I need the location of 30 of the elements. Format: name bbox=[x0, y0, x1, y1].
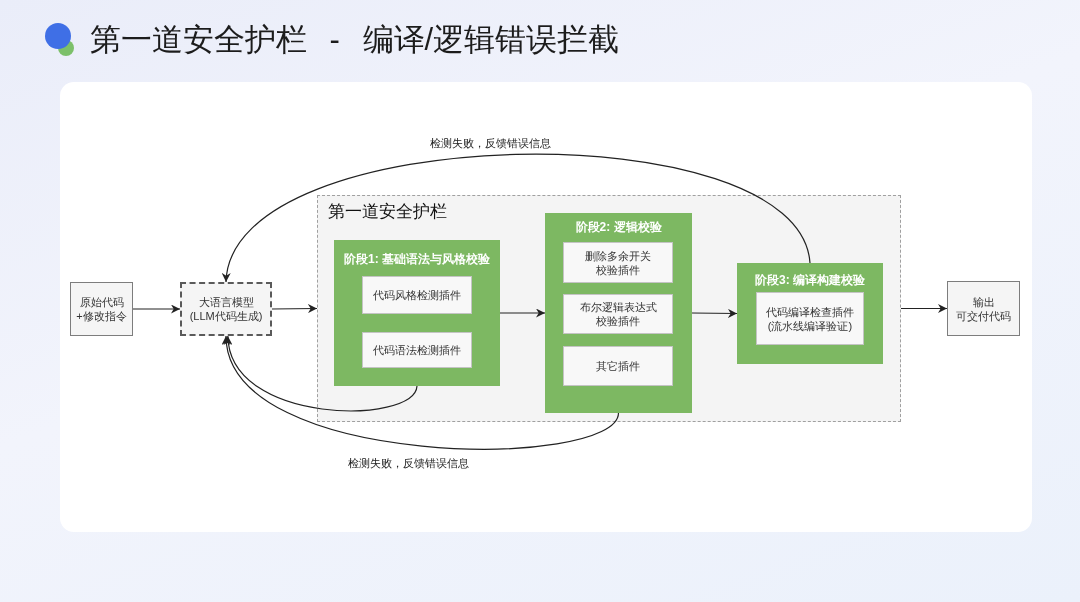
edge-label: 检测失败，反馈错误信息 bbox=[345, 456, 471, 470]
arrow bbox=[499, 308, 546, 318]
plugin-box: 代码语法检测插件 bbox=[362, 332, 472, 368]
process-box bbox=[947, 281, 1020, 336]
stage-title: 阶段3: 编译构建校验 bbox=[755, 273, 865, 287]
curved-arrow bbox=[223, 335, 620, 450]
slide-title: 第一道安全护栏 - 编译/逻辑错误拦截 bbox=[90, 21, 620, 59]
plugin-box: 删除多余开关校验插件 bbox=[563, 242, 673, 283]
stage-panel bbox=[545, 213, 692, 413]
plugin-box: 其它插件 bbox=[563, 346, 673, 386]
plugin-box: 代码编译检查插件(流水线编译验证) bbox=[756, 292, 864, 345]
curved-arrow bbox=[225, 335, 418, 412]
plugin-box: 布尔逻辑表达式校验插件 bbox=[563, 294, 673, 334]
stage-panel bbox=[737, 263, 883, 364]
arrow bbox=[132, 304, 181, 314]
box-text: 输出 bbox=[972, 294, 995, 309]
arrow bbox=[900, 304, 948, 313]
arrow bbox=[691, 308, 738, 318]
stage-panel bbox=[334, 240, 500, 386]
stage-title: 阶段2: 逻辑校验 bbox=[575, 220, 662, 234]
dashed-container bbox=[317, 195, 901, 422]
container-title: 第一道安全护栏 bbox=[328, 202, 447, 222]
box-text: 可交付代码 bbox=[956, 308, 1011, 323]
arrow bbox=[271, 304, 318, 314]
curved-arrow bbox=[224, 153, 811, 283]
plugin-box: 代码风格检测插件 bbox=[362, 276, 472, 314]
stage-title: 阶段1: 基础语法与风格校验 bbox=[344, 252, 490, 266]
edge-label: 检测失败，反馈错误信息 bbox=[427, 136, 553, 150]
dashed-box: 大语言模型(LLM代码生成) bbox=[180, 282, 272, 336]
process-box: 原始代码+修改指令 bbox=[70, 282, 133, 336]
